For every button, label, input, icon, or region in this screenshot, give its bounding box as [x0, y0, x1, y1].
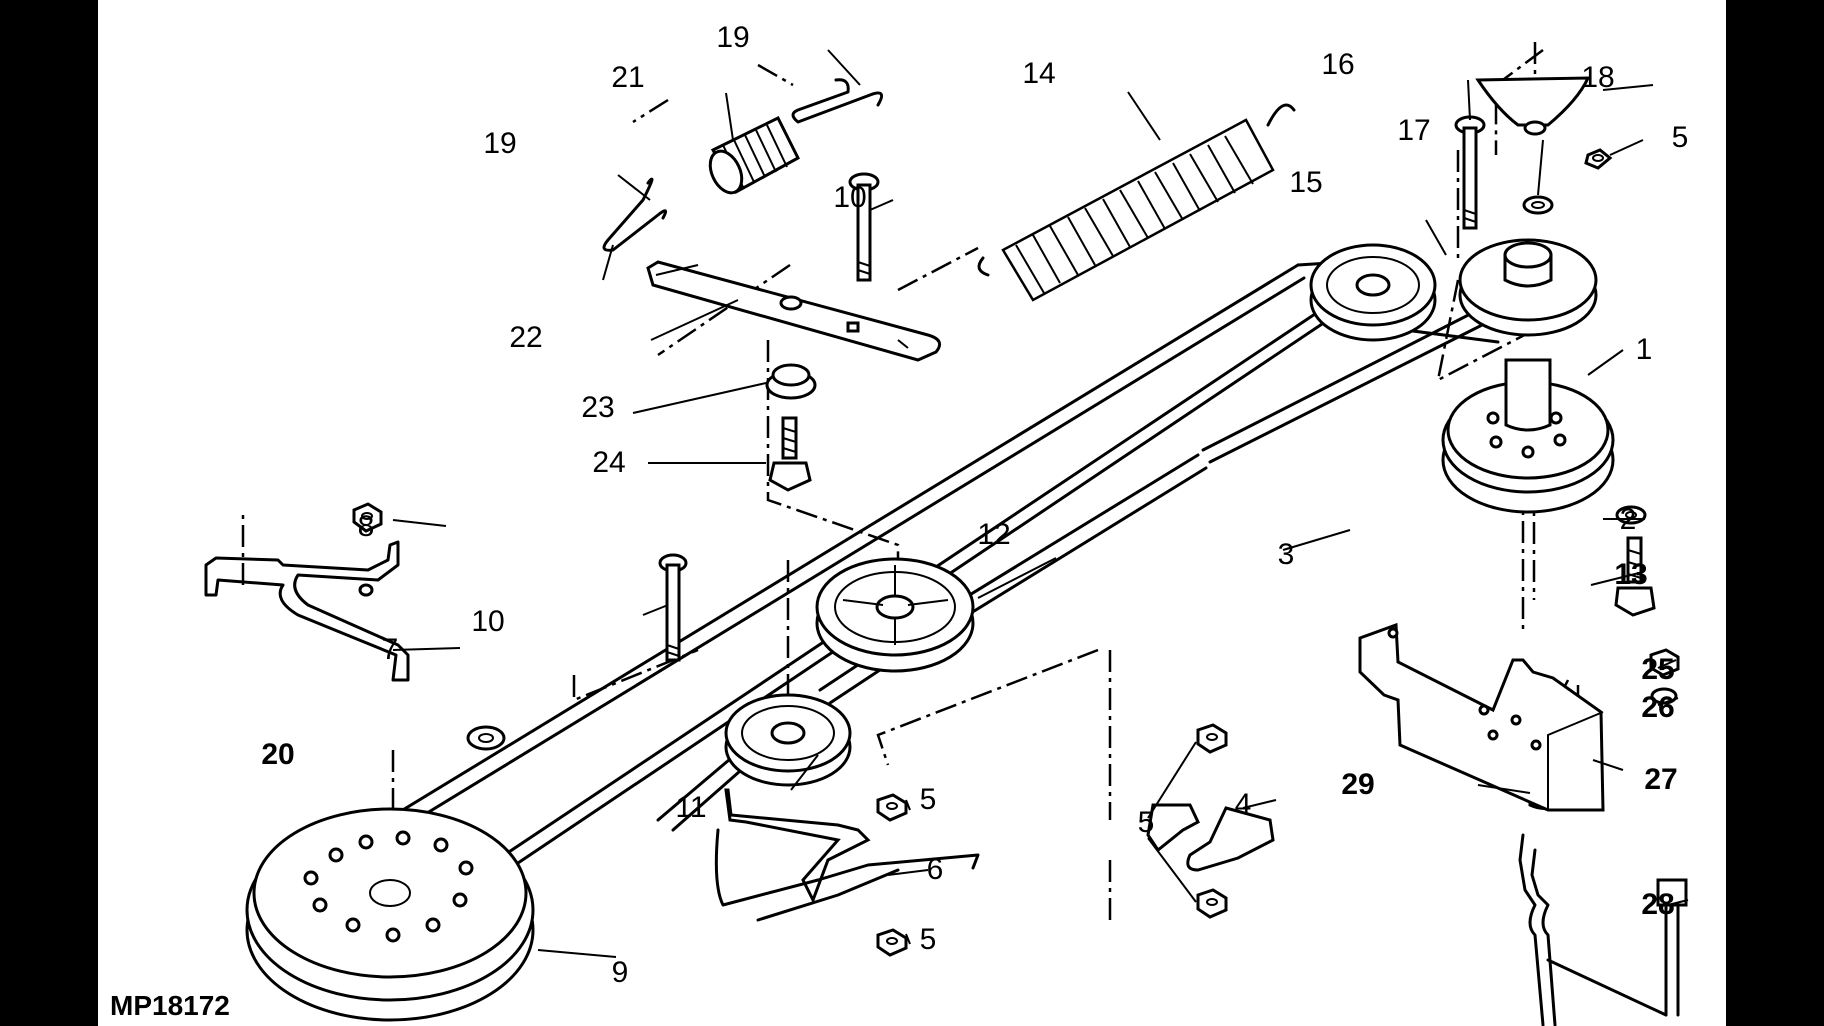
assembly-lines	[241, 42, 1580, 920]
callout-16: 16	[1321, 48, 1355, 81]
callout-26: 26	[1641, 691, 1675, 724]
callout-8: 8	[357, 510, 375, 543]
callout-14: 14	[1022, 57, 1056, 90]
callout-13: 13	[1614, 558, 1648, 591]
nut-25	[1649, 648, 1680, 677]
callout-6: 6	[926, 853, 944, 886]
callout-27: 27	[1644, 763, 1678, 796]
callout-11: 11	[675, 791, 707, 824]
idler-pulley-15	[1309, 243, 1437, 342]
callout-3: 3	[1277, 538, 1295, 571]
washer-17	[1522, 195, 1554, 215]
pulley-1	[1441, 238, 1615, 514]
rod-7	[204, 540, 410, 682]
pulley-9	[245, 807, 535, 1022]
callout-29: 29	[1341, 768, 1375, 801]
callout-15: 15	[1289, 166, 1323, 199]
callout-21: 21	[611, 61, 645, 94]
bolt-13	[1614, 536, 1656, 617]
spring-hook-19-left	[602, 177, 668, 252]
bolt-10-left	[658, 553, 688, 662]
idler-arm-22	[646, 260, 942, 362]
callout-4: 4	[1234, 788, 1252, 821]
spring-21	[708, 115, 800, 195]
callout-1: 1	[1635, 333, 1653, 366]
bolt-16	[1454, 115, 1486, 230]
callout-19-right: 19	[716, 21, 750, 54]
callout-5-right: 5	[1137, 806, 1155, 839]
washer-20	[466, 725, 506, 751]
nut-5-right-bottom	[1196, 888, 1228, 919]
callout-5-center: 5	[919, 783, 937, 816]
rod-28	[1518, 833, 1688, 1026]
bolt-10-top	[848, 172, 880, 282]
nut-5-lower	[876, 928, 908, 957]
callout-5-top: 5	[1671, 121, 1689, 154]
idler-pulley-12	[815, 557, 975, 673]
leader-lines	[392, 49, 1689, 958]
callout-24: 24	[592, 446, 626, 479]
bracket-6	[714, 788, 980, 922]
callout-28: 28	[1641, 888, 1675, 921]
callout-23: 23	[581, 391, 615, 424]
parts-diagram: 1 2 3 4 5 5 5 5 6 7 8 9 10 10 11 12 13 1…	[98, 0, 1726, 1026]
callout-5-lower: 5	[919, 923, 937, 956]
spring-14	[977, 103, 1296, 302]
callout-12: 12	[977, 518, 1011, 551]
callout-22: 22	[509, 321, 543, 354]
callout-18: 18	[1581, 61, 1615, 94]
callout-9: 9	[611, 956, 629, 989]
nut-8	[352, 502, 383, 533]
callout-25: 25	[1641, 653, 1675, 686]
callout-10-top: 10	[833, 181, 867, 214]
nut-5-right-top	[1196, 723, 1228, 754]
callout-17: 17	[1397, 114, 1431, 147]
nut-5-center	[876, 793, 908, 822]
bracket-4	[1146, 803, 1275, 872]
bracket-18	[1475, 76, 1613, 170]
figure-code: MP18172	[110, 990, 230, 1021]
bushing-23	[765, 363, 817, 400]
bracket-27	[1358, 622, 1605, 812]
callout-7: 7	[381, 633, 399, 666]
spring-hook-19-right	[791, 78, 884, 124]
callout-20: 20	[261, 738, 295, 771]
callout-2: 2	[1619, 503, 1637, 536]
callout-10-left: 10	[471, 605, 505, 638]
idler-pulley-11	[724, 693, 852, 787]
callout-19-left: 19	[483, 127, 517, 160]
bolt-24	[768, 416, 812, 492]
drive-belt-exploded-view	[204, 42, 1689, 1026]
